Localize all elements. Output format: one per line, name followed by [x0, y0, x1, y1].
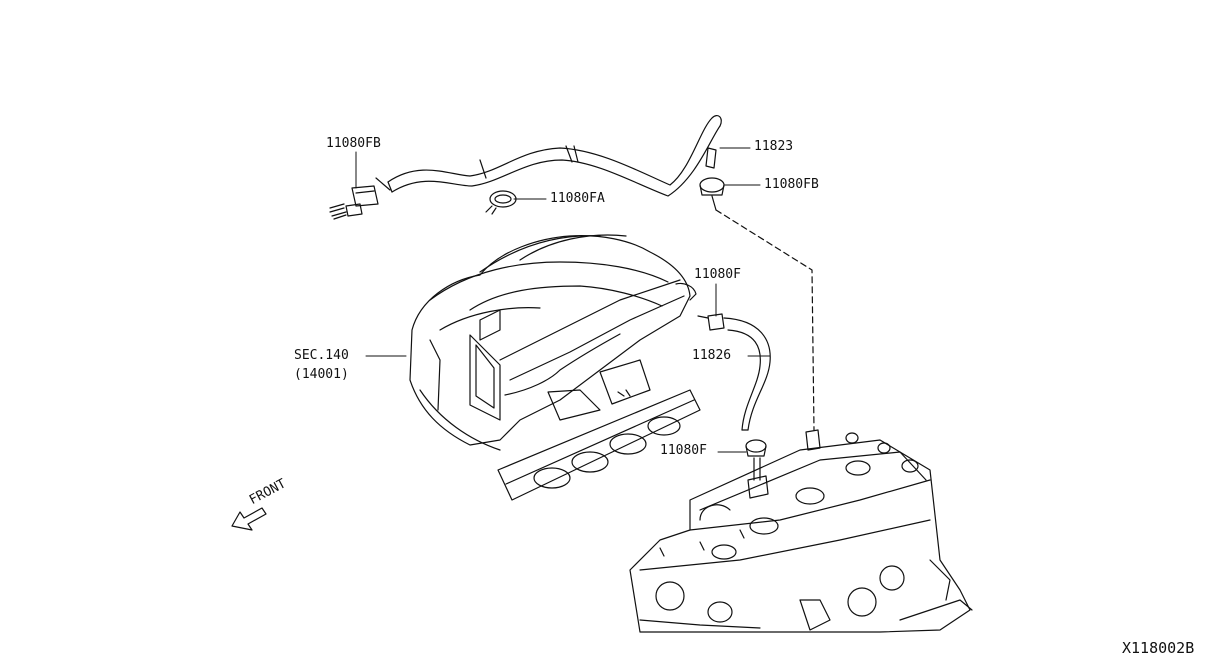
clamp-11080f-lower	[745, 439, 767, 481]
hose-11823	[387, 114, 722, 197]
callout-11080f-lower: 11080F	[660, 443, 707, 458]
cylinder-head	[629, 429, 973, 633]
intake-manifold	[409, 234, 701, 501]
routing-dashed-line	[715, 209, 815, 431]
diagram-reference-code: X118002B	[1122, 639, 1195, 657]
clamp-11080fa	[485, 190, 517, 215]
callout-11080fb-left: 11080FB	[326, 136, 381, 151]
callout-11080f-upper: 11080F	[694, 267, 741, 282]
leader-lines	[355, 147, 771, 453]
callout-11826: 11826	[692, 348, 732, 363]
clamp-11080fb-left	[329, 177, 391, 220]
callout-11080fb-right: 11080FB	[764, 177, 819, 192]
callout-11080fa: 11080FA	[550, 191, 605, 206]
callout-14001: (14001)	[294, 367, 349, 382]
clamp-11080fb-right	[699, 177, 725, 211]
hose-11826	[697, 313, 771, 431]
callout-sec-140: SEC.140	[294, 348, 349, 363]
front-arrow-icon	[231, 507, 267, 531]
callout-11823: 11823	[754, 139, 794, 154]
